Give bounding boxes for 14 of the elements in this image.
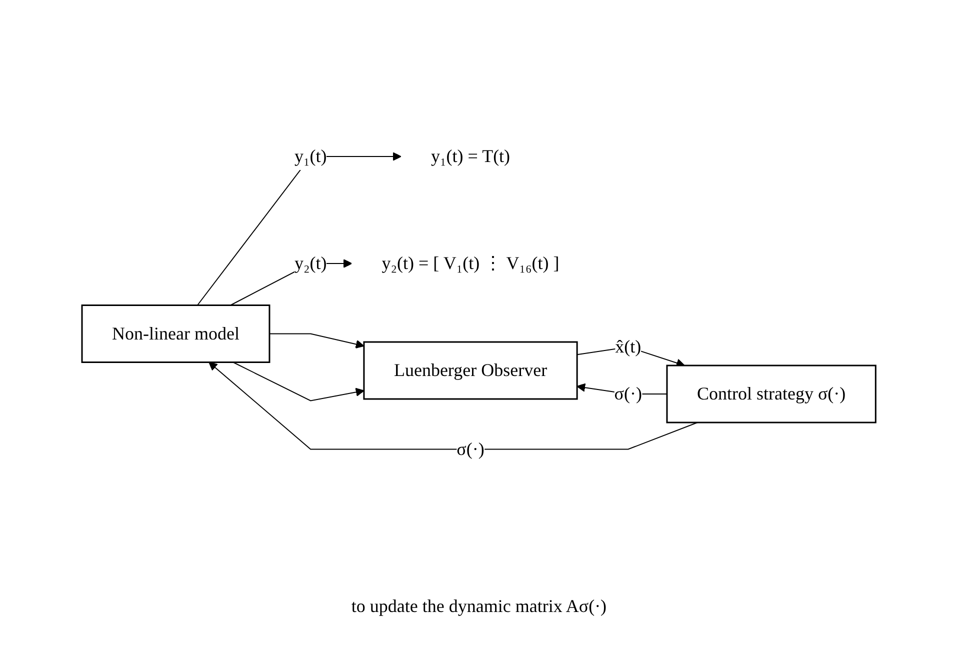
edge-label: x̂(t)	[615, 336, 642, 356]
node-text: y₁(t) = T(t)	[431, 146, 510, 166]
edge-label: y₁(t)	[294, 146, 327, 166]
edge-label: σ(·)	[456, 438, 485, 458]
edge-label: y₂(t)	[294, 252, 327, 273]
edge-label: σ(·)	[614, 383, 642, 404]
arrow	[232, 361, 365, 401]
arrow	[269, 332, 365, 348]
node-box: Non-linear model	[81, 304, 270, 363]
node-box: Control strategy σ(·)	[666, 364, 877, 423]
arrow	[208, 361, 698, 450]
note-text: to update the dynamic matrix Aσ(·)	[351, 596, 607, 617]
node-box: Luenberger Observer	[363, 340, 578, 400]
node-text: y₂(t) = [ V₁(t) ⋮ V₁₆(t) ]	[382, 252, 560, 273]
